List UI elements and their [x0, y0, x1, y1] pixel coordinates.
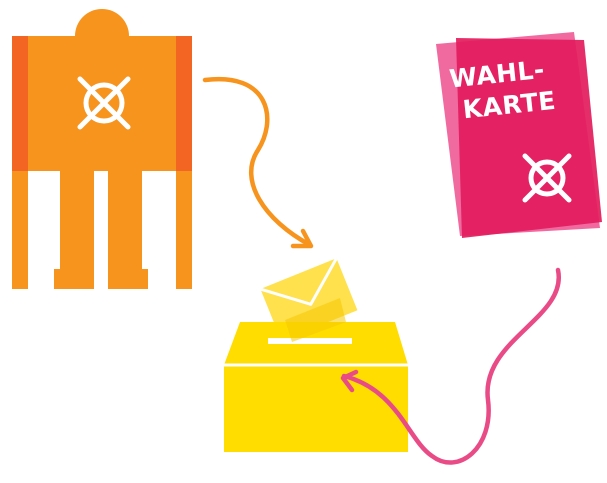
booth-right-panel — [176, 36, 192, 171]
ballot-cross-icon — [525, 156, 569, 200]
booth-leg — [12, 171, 28, 289]
booth-leg — [108, 171, 142, 269]
arrow-booth-to-box — [205, 79, 311, 246]
voting-booth-icon — [12, 9, 192, 289]
booth-left-panel — [12, 36, 28, 171]
booth-foot — [54, 269, 94, 289]
booth-leg — [176, 171, 192, 289]
ballot-box-body — [224, 365, 408, 452]
ballot-cross-icon — [80, 79, 128, 127]
voting-card-icon: WAHL- KARTE — [436, 32, 602, 238]
booth-leg — [60, 171, 94, 269]
ballot-box-slot — [268, 338, 352, 344]
ballot-box-icon — [224, 258, 408, 452]
booth-foot — [108, 269, 148, 289]
